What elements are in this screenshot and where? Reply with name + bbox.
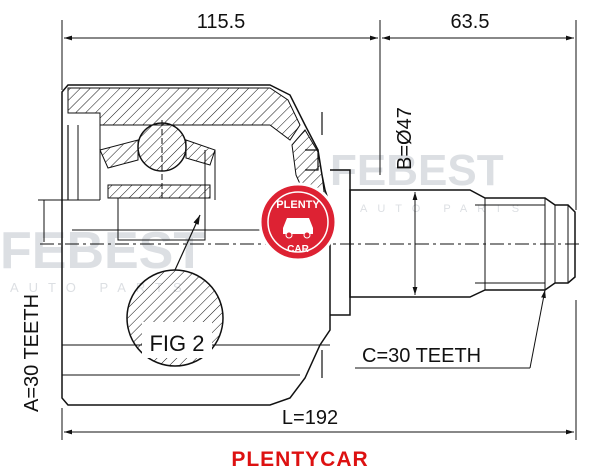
dim-shaft-teeth-label: C=30 TEETH — [362, 345, 481, 367]
car-icon — [283, 218, 313, 234]
fig2-label: FIG 2 — [149, 331, 204, 356]
watermark-tagline-right: AUTO PARTS — [360, 203, 529, 215]
housing-hatch-top — [67, 87, 301, 141]
fig2-callout: FIG 2 — [126, 214, 224, 367]
brand-footer: PLENTYCAR — [231, 448, 369, 471]
plentycar-badge: PLENTY CAR — [258, 182, 338, 262]
outer-housing — [61, 84, 331, 406]
dim-diameter — [405, 189, 440, 298]
fig2-leader — [174, 214, 201, 271]
seal-ring — [305, 112, 323, 378]
inner-race — [107, 184, 211, 199]
badge-top-text: PLENTY — [276, 199, 320, 211]
shaft-body — [349, 189, 576, 298]
dim-outer-teeth-label: A=30 TEETH — [21, 294, 43, 412]
dim-outer-teeth — [38, 199, 62, 242]
dim-top-right — [382, 20, 577, 210]
dim-total-length-label: L=192 — [282, 407, 338, 429]
dim-total-length — [61, 300, 577, 440]
shaft — [330, 169, 576, 316]
dim-top-left — [61, 20, 381, 175]
dim-top-left-label: 115.5 — [197, 11, 246, 33]
dim-diameter-label: B=Ø47 — [394, 107, 416, 170]
watermark-word-right: FEBEST — [330, 146, 504, 195]
dim-top-right-label: 63.5 — [451, 11, 490, 33]
badge-bottom-text: CAR — [287, 244, 309, 255]
cage-right — [185, 139, 216, 166]
watermark: FEBEST FEBEST AUTO PARTS AUTO PARTS — [0, 146, 529, 295]
dim-shaft-teeth — [355, 289, 546, 369]
cage-left — [99, 139, 139, 169]
